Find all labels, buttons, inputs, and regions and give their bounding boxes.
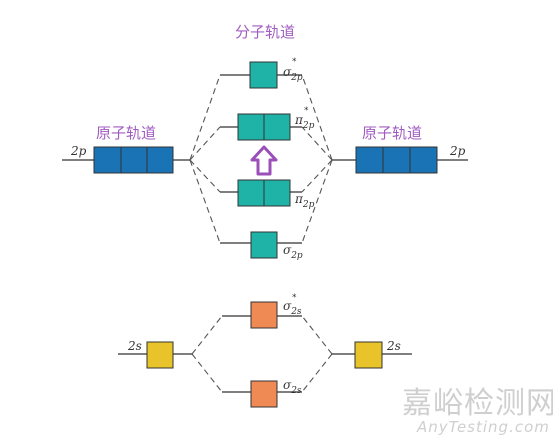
watermark-en: AnyTesting.com <box>416 418 550 436</box>
pi-2p-label: π2p <box>294 192 315 210</box>
right-atomic-2s-level <box>332 341 412 369</box>
pi-2p-level <box>220 179 302 207</box>
left-2s-label: 2s <box>127 339 142 353</box>
correlation-lines-2s <box>191 315 333 393</box>
sigma-2s-star-level <box>222 301 302 329</box>
sigma-2p-star-label: σ2p <box>283 65 303 83</box>
sigma-2p-star-asterisk: * <box>292 57 297 67</box>
sigma-2p-level <box>220 231 302 259</box>
right-atomic-orbital-label: 原子轨道 <box>362 124 422 142</box>
right-2s-label: 2s <box>386 339 401 353</box>
right-atomic-2p-level <box>332 146 468 174</box>
sigma-2p-star-level <box>220 61 302 89</box>
left-atomic-2s-level <box>118 341 192 369</box>
sigma-2s-star-label: σ2s <box>283 299 302 317</box>
left-atomic-2p-level <box>62 146 190 174</box>
left-atomic-orbital-label: 原子轨道 <box>96 124 156 142</box>
watermark-cn: 嘉峪检测网 <box>402 386 553 421</box>
sigma-2s-label: σ2s <box>283 378 302 396</box>
sigma-2s-level <box>222 380 302 408</box>
correlation-lines-2p <box>189 74 333 244</box>
molecular-orbital-title: 分子轨道 <box>235 23 295 41</box>
right-2p-label: 2p <box>449 144 466 158</box>
pi-2p-star-asterisk: * <box>304 106 309 116</box>
up-arrow-icon <box>250 145 278 176</box>
pi-2p-star-level <box>220 113 302 141</box>
sigma-2p-label: σ2p <box>283 243 303 261</box>
left-2p-label: 2p <box>70 144 87 158</box>
pi-2p-star-label: π2p <box>294 113 315 131</box>
sigma-2s-star-asterisk: * <box>292 293 297 303</box>
